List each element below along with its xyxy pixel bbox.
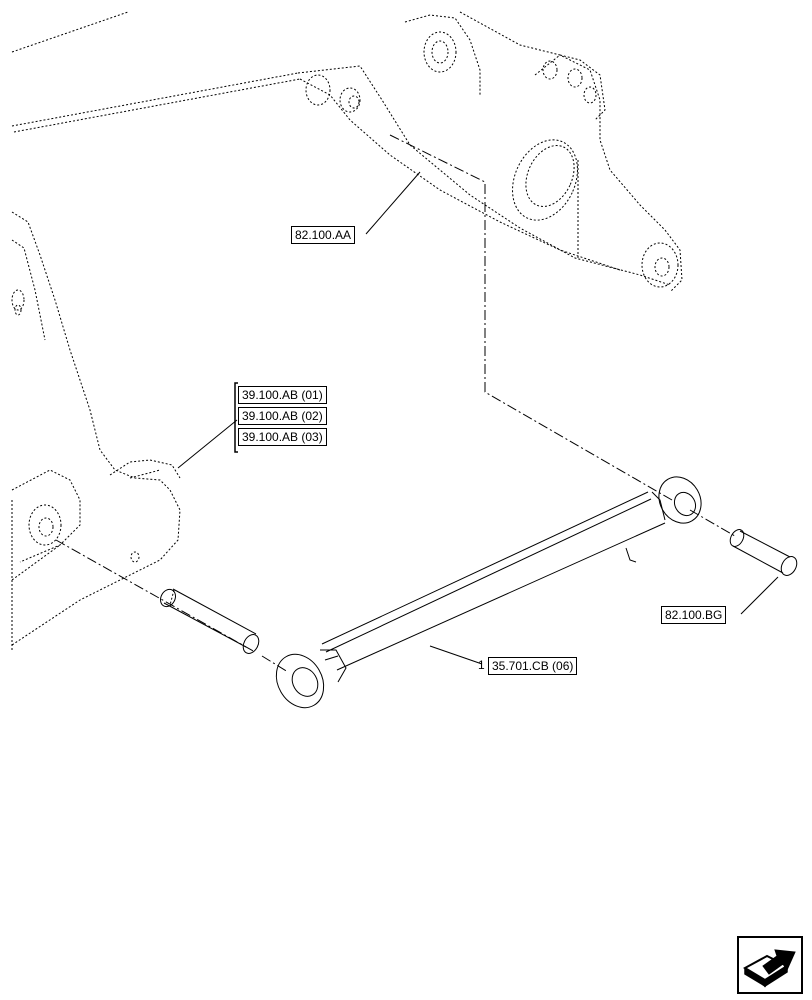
centre-lines bbox=[55, 134, 736, 673]
pin-right-drawing bbox=[729, 529, 798, 576]
hydraulic-cylinder-drawing bbox=[275, 476, 702, 709]
callout-39-100-ab-01[interactable]: 39.100.AB (01) bbox=[238, 386, 327, 404]
callout-39-100-ab-03[interactable]: 39.100.AB (03) bbox=[238, 428, 327, 446]
leader-lines bbox=[177, 171, 779, 665]
callout-39-100-ab-02[interactable]: 39.100.AB (02) bbox=[238, 407, 327, 425]
boom-arm-drawing bbox=[11, 11, 683, 293]
callout-bracket bbox=[234, 382, 238, 453]
callout-35-701-cb-06[interactable]: 35.701.CB (06) bbox=[488, 657, 578, 675]
callout-82-100-bg[interactable]: 82.100.BG bbox=[661, 606, 727, 624]
next-page-arrow-icon[interactable] bbox=[737, 936, 803, 994]
item-number: 1 bbox=[478, 658, 485, 672]
pin-left-drawing bbox=[160, 588, 260, 654]
loader-frame-drawing bbox=[11, 211, 181, 650]
callout-82-100-aa[interactable]: 82.100.AA bbox=[291, 226, 356, 244]
boom-bosses bbox=[305, 31, 679, 288]
